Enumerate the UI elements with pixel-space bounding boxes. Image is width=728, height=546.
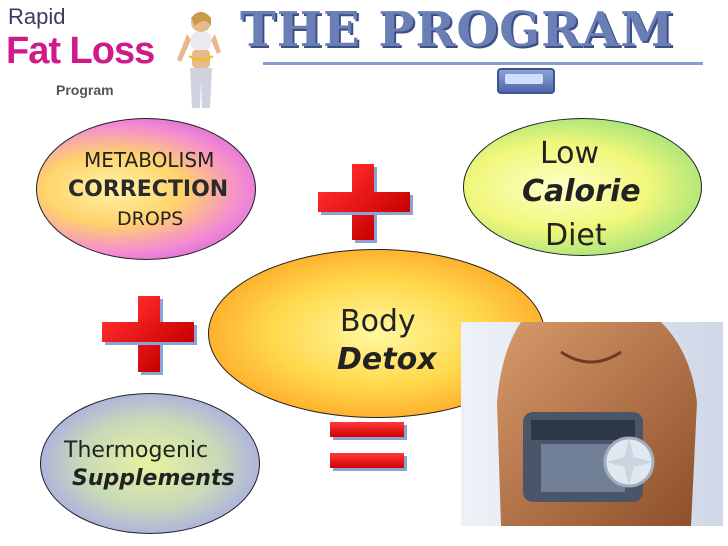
logo-program-text: Program [56, 82, 114, 98]
metabolism-ellipse [36, 118, 256, 260]
metabolism-label: METABOLISM [84, 148, 215, 172]
low-label: Low [540, 136, 600, 171]
equals-icon-bottom-bar [330, 453, 404, 468]
low-calorie-ellipse [463, 118, 702, 256]
drops-label: DROPS [117, 208, 184, 230]
logo-fat-loss-text: Fat Loss [6, 30, 155, 72]
minus-icon-highlight [505, 74, 543, 84]
diet-label: Diet [545, 218, 607, 253]
logo-rapid-text: Rapid [8, 4, 66, 29]
page-title: THE PROGRAM [240, 2, 675, 58]
plus-icon [102, 296, 194, 372]
supplements-label: Supplements [72, 466, 235, 491]
thermogenic-label: Thermogenic [64, 438, 209, 463]
body-label: Body [340, 304, 416, 339]
correction-label: CORRECTION [68, 177, 229, 202]
title-underline [263, 62, 703, 65]
detox-label: Detox [337, 342, 437, 377]
thermogenic-ellipse [40, 393, 260, 534]
equals-icon-top-bar [330, 422, 404, 437]
woman-figure-image [177, 12, 221, 108]
calorie-label: Calorie [522, 174, 641, 209]
body-engine-photo [461, 322, 723, 526]
plus-icon [318, 164, 410, 240]
